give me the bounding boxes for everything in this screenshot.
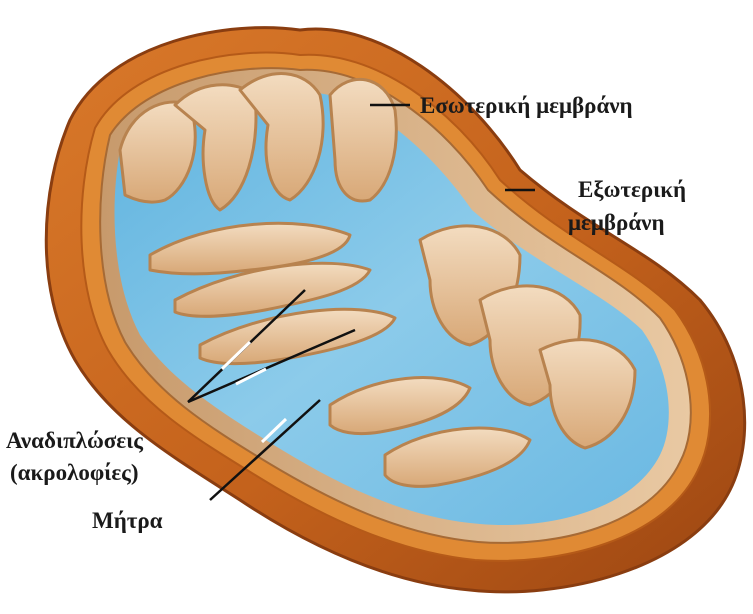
label-outer-membrane-line2: μεμβράνη — [568, 210, 665, 235]
label-matrix: Μήτρα — [92, 508, 163, 533]
label-inner-membrane: Εσωτερική μεμβράνη — [420, 93, 633, 118]
label-cristae-line2: (ακρολοφίες) — [10, 460, 139, 485]
label-outer-membrane-line1: Εξωτερική — [578, 177, 686, 202]
label-cristae-line1: Αναδιπλώσεις — [6, 428, 143, 453]
